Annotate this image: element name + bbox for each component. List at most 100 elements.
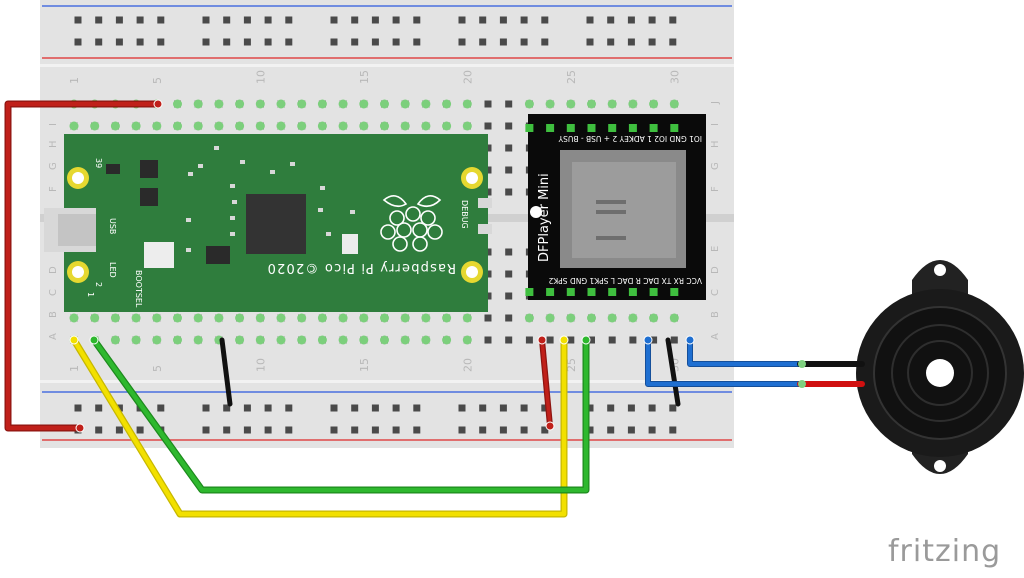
rail-hole: [413, 426, 421, 434]
dfplayer-pin-bottom: [546, 288, 555, 296]
rail-hole: [157, 16, 165, 24]
dfplayer-pin-bottom: [649, 288, 658, 296]
column-number: 5: [151, 77, 164, 84]
wire-end: [537, 335, 547, 345]
rail-hole: [586, 404, 594, 412]
pico-name: Raspberry Pi Pico ©2020: [266, 260, 456, 275]
rail-hole: [95, 426, 103, 434]
rail-hole: [499, 16, 507, 24]
column-number: 10: [254, 358, 267, 372]
pico-pin-bottom: [152, 313, 162, 323]
row-letter: E: [710, 246, 721, 252]
dfplayer-hole-top: [607, 99, 617, 109]
pico-pin-top-inner: [359, 121, 369, 131]
rail-hole: [458, 16, 466, 24]
pico-pin-bottom: [421, 313, 431, 323]
black-wire-gnd-pico: [219, 337, 233, 407]
dfplayer-hole-top: [649, 99, 659, 109]
pico-pin-top-inner: [131, 121, 141, 131]
pico-pin-bottom-outer: [173, 335, 182, 345]
pico-pin-top-inner: [255, 121, 265, 131]
dfplayer-hole-top: [524, 99, 534, 109]
column-number: 5: [151, 365, 164, 372]
dfplayer-hole-top: [566, 99, 576, 109]
pico-pin-bottom-outer: [276, 335, 286, 345]
pico-pin-bottom-outer: [400, 335, 410, 345]
pico-pin-top: [255, 99, 265, 109]
rail-hole: [520, 404, 528, 412]
fritzing-brand: fritzing: [888, 534, 1002, 569]
pico-pin-top-inner: [276, 121, 286, 131]
column-number: 25: [565, 70, 578, 84]
rail-hole: [74, 404, 82, 412]
pico-pin-bottom: [193, 313, 203, 323]
pico-pin-bottom: [235, 313, 245, 323]
rail-hole: [202, 38, 210, 46]
rail-hole: [157, 38, 165, 46]
rail-hole: [223, 38, 231, 46]
bootsel-label: BOOTSEL: [134, 270, 143, 308]
dfplayer-pin-bottom: [670, 288, 679, 296]
rail-hole: [669, 404, 677, 412]
rail-hole: [243, 426, 251, 434]
rail-hole: [627, 16, 635, 24]
pico-pin-bottom-outer: [255, 335, 265, 345]
dfplayer-hole-bottom: [607, 313, 617, 323]
rail-hole: [607, 38, 615, 46]
rail-hole: [479, 16, 487, 24]
pico-pin-bottom: [214, 313, 224, 323]
row-letter: G: [48, 162, 59, 170]
wire-end: [581, 335, 591, 345]
pico-pin-top-inner: [297, 121, 307, 131]
dfplayer-mini: DFPlayer Mini IO1 GND IO2 1 ADKEY 2 + US…: [524, 99, 706, 323]
raspberry-logo: [380, 195, 443, 252]
rail-hole: [479, 38, 487, 46]
rail-hole: [264, 16, 272, 24]
dfplayer-pin-bottom: [525, 288, 534, 296]
rail-hole: [157, 404, 165, 412]
pico-pin-top-inner: [317, 121, 327, 131]
dfplayer-bottom-pins: VCC RX TX DAC R DAC L SPK1 GND SPK2: [548, 276, 702, 285]
wire-endpoints: [69, 99, 695, 433]
dfplayer-pin-top: [670, 124, 679, 132]
pico-pin-bottom-outer: [297, 335, 307, 345]
dfplayer-pin-top: [566, 124, 575, 132]
dfplayer-hole-bottom: [628, 313, 638, 323]
wire-end: [89, 335, 99, 345]
dfplayer-pin-top: [649, 124, 658, 132]
rail-hole: [541, 38, 549, 46]
rail-hole: [541, 404, 549, 412]
rail-hole: [264, 38, 272, 46]
pico-pin-top-inner: [173, 121, 182, 131]
strip-hole: [608, 336, 616, 344]
dfplayer-name: DFPlayer Mini: [537, 173, 552, 262]
usb-label: USB: [108, 218, 117, 234]
rail-hole: [285, 38, 293, 46]
pico-pin-top: [338, 99, 348, 109]
pico-pin-bottom-outer: [442, 335, 452, 345]
rail-hole: [202, 16, 210, 24]
rail-hole: [586, 16, 594, 24]
rail-hole: [74, 38, 82, 46]
rail-hole: [371, 404, 379, 412]
pico-pin-bottom: [131, 313, 141, 323]
rail-hole: [648, 404, 656, 412]
rail-hole: [285, 426, 293, 434]
rail-hole: [607, 426, 615, 434]
rail-hole: [136, 16, 144, 24]
pico-pin-bottom-outer: [380, 335, 389, 345]
column-number: 1: [68, 365, 81, 372]
pico-pin-bottom: [462, 313, 472, 323]
dfplayer-pin-bottom: [566, 288, 575, 296]
strip-hole: [505, 144, 513, 152]
dfplayer-hole-top: [545, 99, 555, 109]
strip-hole: [546, 336, 554, 344]
led-label: LED: [108, 262, 117, 278]
rail-hole: [95, 38, 103, 46]
pico-pin-bottom: [317, 313, 327, 323]
rail-hole: [669, 426, 677, 434]
rail-hole: [413, 404, 421, 412]
dfplayer-pin-bottom: [608, 288, 617, 296]
pico-pin-top: [462, 99, 472, 109]
